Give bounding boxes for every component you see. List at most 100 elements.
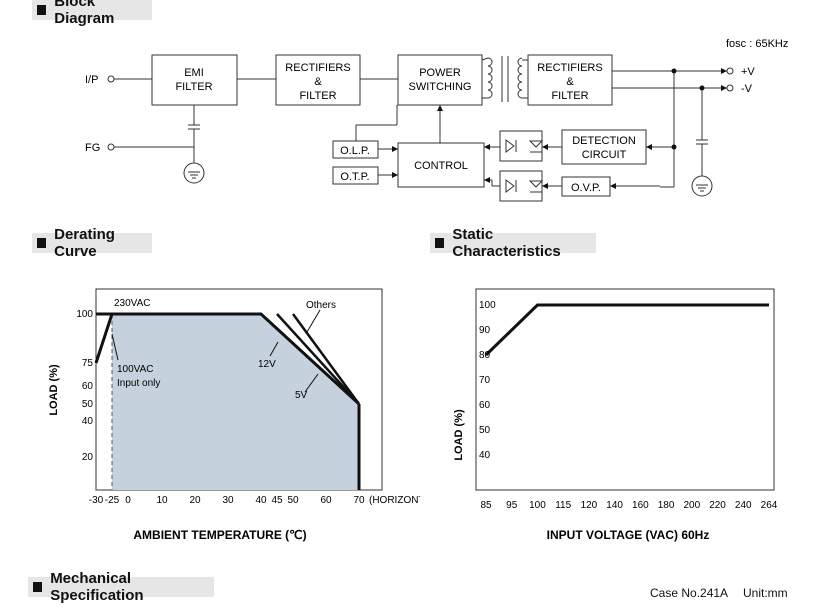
annotation-others: Others <box>306 300 336 311</box>
series-line <box>276 313 360 405</box>
x-axis-suffix: (HORIZONTAL) <box>369 495 420 506</box>
transformer-icon <box>487 57 493 99</box>
section-title: Derating Curve <box>54 226 115 260</box>
rectifiers-box-input <box>275 54 361 106</box>
x-axis-title: AMBIENT TEMPERATURE (℃) <box>133 528 306 542</box>
annotation-230vac: 230VAC <box>114 298 151 309</box>
svg-text:FILTER: FILTER <box>175 81 212 93</box>
optocoupler-box-upper <box>499 130 543 162</box>
x-tick-label: 60 <box>320 495 332 506</box>
x-tick-label: 120 <box>581 500 598 511</box>
rectifiers-box-output <box>527 54 613 106</box>
y-axis-title: LOAD (%) <box>453 409 465 461</box>
section-header-mech: Mechanical Specification <box>28 570 214 604</box>
x-tick-label: 20 <box>189 495 201 506</box>
x-tick-label: 85 <box>480 500 492 511</box>
annotation-input-only: Input only <box>117 378 160 389</box>
svg-text:O.L.P.: O.L.P. <box>340 145 370 157</box>
x-tick-label: 10 <box>156 495 168 506</box>
svg-text:RECTIFIERS: RECTIFIERS <box>285 62 350 74</box>
ground-icon <box>183 162 205 184</box>
x-tick-label: 180 <box>658 500 675 511</box>
x-tick-label: 160 <box>632 500 649 511</box>
svg-text:EMI: EMI <box>184 67 204 79</box>
x-tick-label: 140 <box>606 500 623 511</box>
square-bullet-icon <box>37 5 47 15</box>
annotation-100vac: 100VAC <box>117 364 154 375</box>
x-tick-label: 45 <box>271 495 283 506</box>
y-tick-label: 50 <box>479 425 491 436</box>
x-tick-label: 40 <box>255 495 267 506</box>
svg-text:FILTER: FILTER <box>551 90 588 102</box>
input-terminal <box>107 75 115 83</box>
x-tick-label: 240 <box>735 500 752 511</box>
optocoupler-icon <box>505 179 544 193</box>
x-tick-label: 50 <box>287 495 299 506</box>
x-tick-label: 95 <box>506 500 518 511</box>
y-tick-label: 100 <box>76 309 93 320</box>
x-axis-title: INPUT VOLTAGE (VAC) 60Hz <box>547 528 710 542</box>
series-line <box>291 313 361 405</box>
static-chart: 85 95 100 115 120 140 160 180 200 220 240 264 40 50 60… <box>453 288 778 542</box>
square-bullet-icon <box>435 238 445 248</box>
y-tick-label: 80 <box>479 350 491 361</box>
y-tick-label: 70 <box>479 375 491 386</box>
series-line <box>94 313 114 364</box>
y-tick-label: 60 <box>82 381 94 392</box>
svg-text:O.T.P.: O.T.P. <box>340 171 369 183</box>
svg-text:CONTROL: CONTROL <box>414 160 468 172</box>
ground-icon <box>691 175 713 197</box>
annotation-12v: 12V <box>258 359 276 370</box>
fg-label: FG <box>85 142 100 154</box>
svg-text:POWER: POWER <box>419 67 461 79</box>
x-tick-label: 0 <box>125 495 131 506</box>
annotation-leader <box>111 333 119 361</box>
derating-chart: -30-2501020304045506070(HORIZONTAL)20405… <box>48 288 420 542</box>
vminus-terminal <box>726 84 734 92</box>
y-tick-label: 100 <box>479 300 496 311</box>
fg-terminal <box>107 143 115 151</box>
optocoupler-icon <box>505 139 544 153</box>
square-bullet-icon <box>33 582 43 592</box>
svg-text:CIRCUIT: CIRCUIT <box>582 149 627 161</box>
case-number: Case No.241A <box>650 586 729 600</box>
fosc-label: fosc : 65KHz <box>726 38 788 50</box>
control-box <box>397 142 485 188</box>
x-tick-label: 220 <box>709 500 726 511</box>
annotation-leader <box>269 341 279 357</box>
unit-label: Unit:mm <box>743 586 788 600</box>
input-label: I/P <box>85 74 98 86</box>
y-tick-label: 40 <box>479 450 491 461</box>
x-tick-label: 200 <box>683 500 700 511</box>
plot-frame <box>475 288 775 491</box>
section-header-derating: Derating Curve <box>32 226 152 260</box>
vplus-terminal <box>726 67 734 75</box>
x-tick-label: -30 <box>89 495 104 506</box>
x-tick-label: 115 <box>555 500 571 511</box>
svg-text:&: & <box>314 76 322 88</box>
y-tick-label: 20 <box>82 452 94 463</box>
svg-text:SWITCHING: SWITCHING <box>409 81 472 93</box>
y-tick-label: 50 <box>82 399 94 410</box>
svg-text:FILTER: FILTER <box>299 90 336 102</box>
square-bullet-icon <box>37 238 47 248</box>
svg-text:RECTIFIERS: RECTIFIERS <box>537 62 602 74</box>
section-title: Block Diagram <box>54 0 115 27</box>
svg-text:&: & <box>566 76 574 88</box>
series-line <box>484 303 769 357</box>
y-tick-label: 60 <box>479 400 491 411</box>
y-tick-label: 40 <box>82 416 94 427</box>
svg-text:O.V.P.: O.V.P. <box>571 182 601 194</box>
section-title: Mechanical Specification <box>50 570 144 604</box>
annotation-5v: 5V <box>295 390 308 401</box>
annotation-leader <box>304 373 319 393</box>
vminus-label: -V <box>741 83 753 95</box>
block-diagram: fosc : 65KHz I/P FG EMI FILTER RECTIFIER… <box>85 38 788 202</box>
y-axis-title: LOAD (%) <box>48 364 60 416</box>
section-header-block: Block Diagram <box>32 0 152 27</box>
y-tick-label: 75 <box>82 358 94 369</box>
power-switching-box <box>397 54 483 106</box>
x-tick-label: 264 <box>761 500 778 511</box>
y-tick-label: 90 <box>479 325 491 336</box>
safe-operating-area <box>112 314 359 490</box>
